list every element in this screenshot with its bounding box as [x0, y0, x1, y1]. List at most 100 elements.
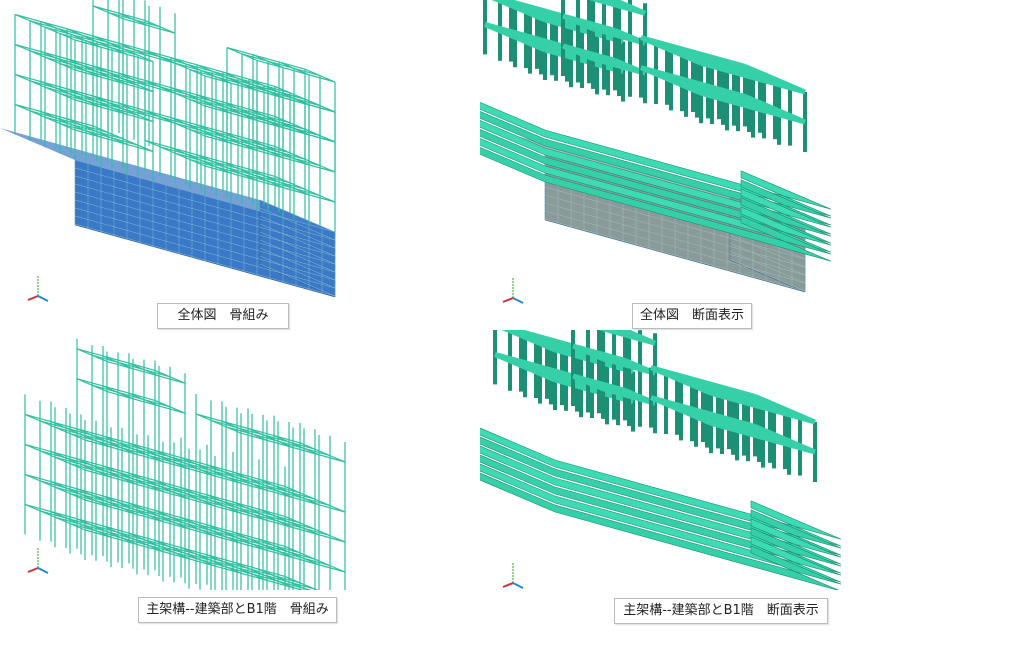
- beam: [278, 91, 310, 106]
- beam: [66, 88, 128, 115]
- beam: [44, 116, 124, 140]
- beam: [304, 68, 336, 83]
- beam: [232, 501, 294, 529]
- basement-grid-line: [74, 175, 336, 249]
- beam: [14, 103, 94, 127]
- beam: [76, 428, 138, 455]
- model-full-wireframe: [0, 0, 336, 298]
- beam: [92, 65, 124, 80]
- beam: [640, 35, 702, 66]
- beam: [50, 421, 112, 448]
- beam: [572, 373, 604, 392]
- beam: [501, 330, 556, 353]
- basement-grid-line: [544, 210, 806, 284]
- beam: [608, 330, 630, 339]
- beam: [232, 531, 294, 559]
- beam: [284, 485, 346, 513]
- beam: [754, 424, 816, 455]
- beam: [206, 524, 268, 551]
- beam: [66, 118, 128, 145]
- beam: [666, 72, 728, 103]
- beam: [241, 113, 321, 137]
- beam: [59, 123, 139, 146]
- beam: [676, 402, 738, 433]
- beam: [40, 81, 102, 108]
- caption-main-wireframe: 主架構--建築部とB1階 骨組み: [138, 597, 337, 623]
- beam: [106, 361, 186, 384]
- beam: [614, 0, 646, 16]
- beam: [562, 43, 594, 62]
- beam: [66, 28, 128, 55]
- beam: [144, 79, 206, 107]
- beam: [118, 102, 150, 117]
- beam: [598, 350, 630, 369]
- beam: [206, 464, 268, 491]
- beam: [128, 442, 190, 470]
- beam: [284, 545, 346, 573]
- beam: [702, 409, 764, 440]
- beam: [92, 35, 124, 50]
- axis-triad-icon: [495, 555, 535, 595]
- beam: [44, 86, 124, 110]
- beam: [258, 538, 320, 566]
- beam: [247, 427, 294, 449]
- beam: [692, 79, 754, 110]
- beam: [154, 509, 216, 537]
- beam: [24, 443, 86, 471]
- beam: [40, 51, 102, 78]
- beam: [14, 13, 94, 37]
- beam: [102, 385, 134, 400]
- floor-slab: [480, 146, 832, 262]
- beam: [154, 369, 186, 384]
- beam: [59, 93, 139, 116]
- floor-slab: [480, 472, 842, 590]
- beam: [180, 457, 242, 484]
- beam: [491, 0, 546, 23]
- beam: [118, 72, 150, 87]
- caption-full-section: 全体図 断面表示: [632, 303, 752, 329]
- beam: [195, 413, 242, 434]
- axis-triad-icon: [495, 270, 535, 310]
- beam: [640, 65, 702, 96]
- caption-full-wireframe: 全体図 骨組み: [157, 303, 289, 329]
- beam: [258, 508, 320, 536]
- beam: [304, 98, 336, 113]
- beam: [59, 63, 139, 86]
- beam: [226, 107, 258, 121]
- beam: [241, 53, 321, 77]
- beam: [666, 42, 728, 73]
- beam: [144, 49, 206, 77]
- beam: [118, 12, 150, 27]
- beam: [180, 487, 242, 514]
- beam: [240, 432, 346, 463]
- model-main-frame-wireframe: [24, 338, 346, 590]
- beam: [24, 413, 286, 487]
- beam: [170, 57, 232, 84]
- beam: [226, 77, 306, 100]
- beam: [195, 413, 301, 444]
- beam: [24, 503, 86, 531]
- beam: [278, 121, 310, 136]
- beam: [299, 442, 346, 463]
- beam: [226, 47, 258, 61]
- beam: [252, 54, 284, 69]
- beam: [76, 378, 156, 401]
- beam: [74, 39, 154, 63]
- basement-grid-line: [74, 207, 336, 281]
- beam: [144, 19, 176, 34]
- beam: [232, 471, 294, 499]
- basement-grid-line: [74, 199, 336, 273]
- beam: [14, 43, 94, 67]
- beam: [494, 352, 556, 383]
- beam: [128, 362, 160, 377]
- beam: [241, 83, 321, 107]
- beam: [76, 488, 138, 515]
- beam: [718, 56, 780, 88]
- basement-grid-line: [544, 202, 806, 276]
- beam: [154, 479, 216, 507]
- beam: [14, 103, 76, 131]
- beam: [44, 56, 124, 80]
- beam: [572, 343, 604, 362]
- beam: [728, 386, 790, 418]
- beam: [650, 365, 712, 396]
